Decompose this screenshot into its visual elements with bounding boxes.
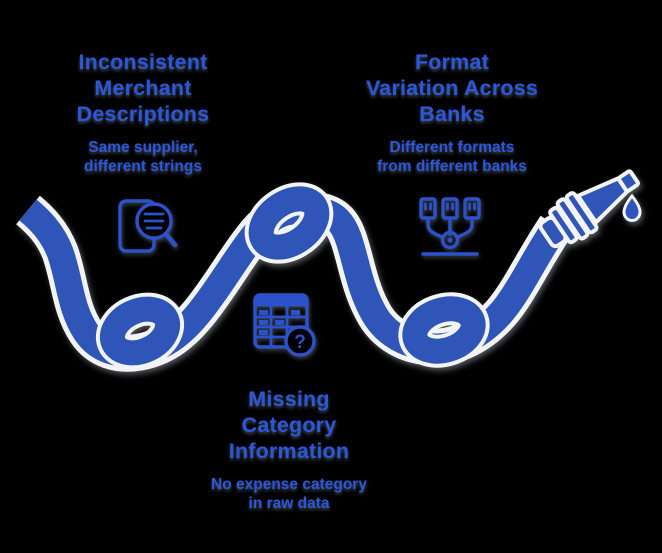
nozzle-icon bbox=[538, 169, 640, 249]
callout-subtitle-line: different strings bbox=[84, 158, 202, 175]
callout-title-line: Banks bbox=[419, 102, 485, 126]
knot-2 bbox=[244, 182, 334, 264]
callout-title: Inconsistent Merchant Descriptions bbox=[43, 49, 243, 127]
question-mark-glyph: ? bbox=[294, 332, 306, 353]
water-drop-icon bbox=[622, 193, 642, 222]
document-search-icon bbox=[118, 199, 178, 253]
callout-title-line: Category bbox=[241, 413, 337, 437]
knot-1 bbox=[95, 292, 185, 370]
callout-subtitle: Different formats from different banks bbox=[342, 138, 562, 176]
knot-3 bbox=[398, 292, 490, 368]
callout-subtitle: Same supplier, different strings bbox=[43, 138, 243, 176]
callout-missing-category-information: Missing Category Information No expense … bbox=[189, 386, 389, 513]
callout-title-line: Inconsistent bbox=[78, 50, 208, 74]
callout-title-line: Missing bbox=[248, 387, 330, 411]
callout-title-line: Variation Across bbox=[365, 76, 539, 100]
table-cells bbox=[259, 310, 300, 335]
bank-sources-hub-icon bbox=[419, 197, 481, 256]
callout-subtitle-line: in raw data bbox=[248, 495, 330, 512]
callout-format-variation-across-banks: Format Variation Across Banks Different … bbox=[342, 49, 562, 176]
callout-subtitle-line: Different formats bbox=[389, 139, 515, 156]
callout-title-line: Descriptions bbox=[76, 102, 210, 126]
callout-title: Missing Category Information bbox=[189, 386, 389, 464]
callout-subtitle: No expense category in raw data bbox=[189, 475, 389, 513]
callout-subtitle-line: Same supplier, bbox=[88, 139, 198, 156]
callout-title-line: Format bbox=[414, 50, 490, 74]
callout-inconsistent-merchant-descriptions: Inconsistent Merchant Descriptions Same … bbox=[43, 49, 243, 176]
callout-title: Format Variation Across Banks bbox=[342, 49, 562, 127]
table-question-icon: ? bbox=[253, 293, 316, 357]
callout-subtitle-line: No expense category bbox=[211, 476, 367, 493]
callout-title-line: Merchant bbox=[94, 76, 192, 100]
callout-subtitle-line: from different banks bbox=[377, 158, 527, 175]
callout-title-line: Information bbox=[228, 439, 350, 463]
